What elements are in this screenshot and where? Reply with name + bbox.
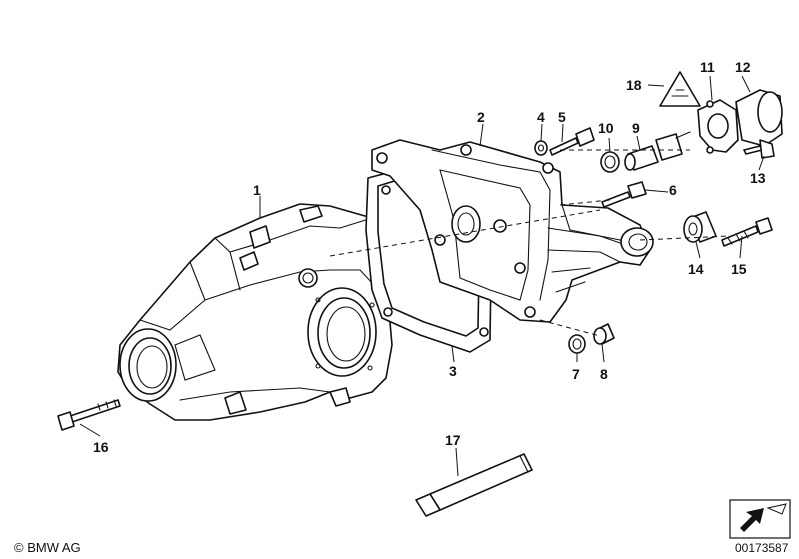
view-direction-symbol <box>729 499 791 539</box>
rear-cover <box>371 139 654 323</box>
sensor-9 <box>624 131 691 171</box>
copyright-notice: © BMW AG <box>14 540 81 555</box>
callout-5: 5 <box>558 109 566 125</box>
callout-16: 16 <box>93 439 109 455</box>
bolt-13 <box>743 139 775 159</box>
callout-13: 13 <box>750 170 766 186</box>
assembly-line <box>539 319 601 337</box>
bolt-16 <box>57 399 121 431</box>
callout-4: 4 <box>537 109 545 125</box>
callout-17: 17 <box>445 432 461 448</box>
callout-18: 18 <box>626 77 642 93</box>
bracket-plate-11 <box>697 99 739 154</box>
callout-11: 11 <box>700 59 715 75</box>
bolt-15 <box>721 217 773 247</box>
seal-ring-7 <box>568 334 586 354</box>
callout-14: 14 <box>688 261 704 277</box>
washer-4 <box>534 140 548 156</box>
warning-label-18 <box>659 71 701 107</box>
bolt-5 <box>549 127 595 156</box>
callout-9: 9 <box>632 120 640 136</box>
rubber-mount-14 <box>683 211 717 243</box>
grease-tube-17 <box>415 453 533 517</box>
callout-15: 15 <box>731 261 747 277</box>
o-ring-10 <box>600 151 620 173</box>
callout-12: 12 <box>735 59 751 75</box>
callout-7: 7 <box>572 366 580 382</box>
protective-cap-12 <box>735 89 783 147</box>
callout-1: 1 <box>253 182 261 198</box>
callout-8: 8 <box>600 366 608 382</box>
assembly-line <box>639 235 731 241</box>
callout-3: 3 <box>449 363 457 379</box>
bolt-6 <box>601 181 647 208</box>
document-number: 00173587 <box>735 541 789 555</box>
callout-6: 6 <box>669 182 677 198</box>
assembly-line <box>329 209 601 257</box>
differential-housing <box>117 203 397 421</box>
callout-10: 10 <box>598 120 614 136</box>
drain-plug-8 <box>593 323 615 345</box>
leader-lines <box>79 75 765 477</box>
callout-2: 2 <box>477 109 485 125</box>
